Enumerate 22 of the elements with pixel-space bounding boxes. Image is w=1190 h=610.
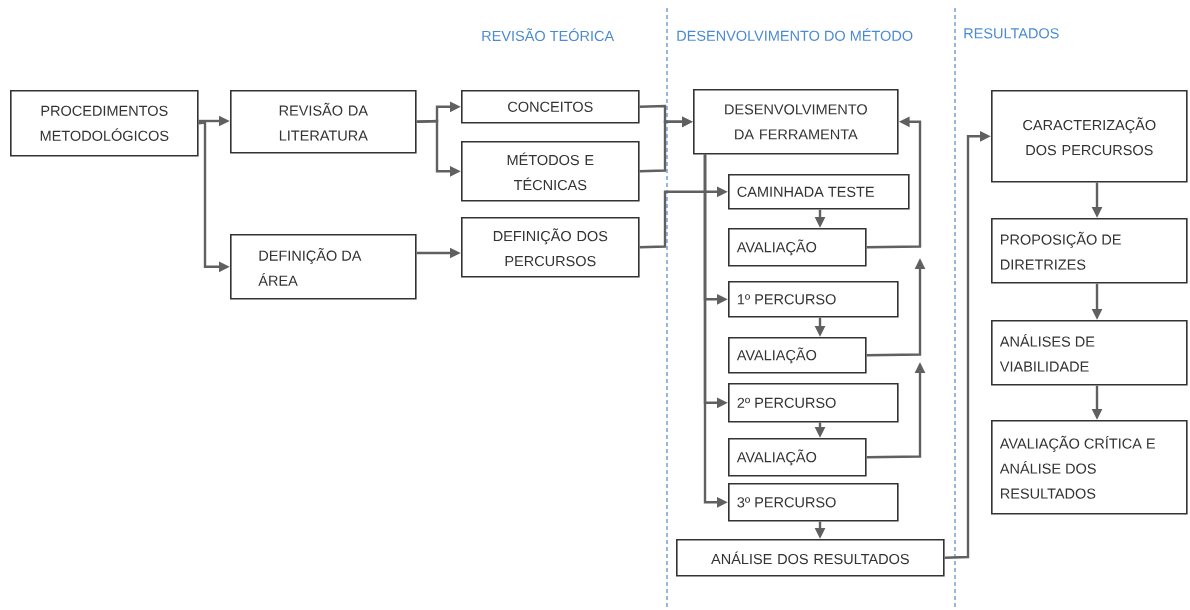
- process-box: DEFINIÇÃO DA ÁREA: [230, 234, 417, 300]
- process-box: MÉTODOS E TÉCNICAS: [461, 141, 640, 202]
- process-box: CAMINHADA TESTE: [728, 174, 910, 210]
- process-box: DEFINIÇÃO DOS PERCURSOS: [461, 217, 640, 278]
- process-box: CONCEITOS: [461, 90, 640, 124]
- section-heading: RESULTADOS: [964, 28, 1059, 39]
- process-box: 1º PERCURSO: [728, 281, 899, 318]
- process-box: 2º PERCURSO: [728, 383, 899, 423]
- section-heading: DESENVOLVIMENTO DO MÉTODO: [677, 28, 913, 41]
- process-box: PROPOSIÇÃO DE DIRETRIZES: [991, 218, 1188, 284]
- process-box: AVALIAÇÃO: [728, 337, 867, 374]
- process-box: 3º PERCURSO: [728, 483, 899, 522]
- process-box: ANÁLISE DOS RESULTADOS: [676, 539, 945, 577]
- process-box: AVALIAÇÃO: [728, 438, 867, 477]
- process-box: ANÁLISES DE VIABILIDADE: [991, 320, 1188, 386]
- process-box: AVALIAÇÃO: [728, 228, 867, 267]
- process-box: PROCEDIMENTOS METODOLÓGICOS: [10, 90, 199, 157]
- section-heading: REVISÃO TEÓRICA: [482, 28, 615, 42]
- process-box: AVALIAÇÃO CRÍTICA E ANÁLISE DOS RESULTADOS: [991, 420, 1188, 515]
- process-box: REVISÃO DA LITERATURA: [230, 90, 417, 154]
- process-box: DESENVOLVIMENTO DA FERRAMENTA: [693, 89, 899, 155]
- process-box: CARACTERIZAÇÃO DOS PERCURSOS: [991, 90, 1188, 183]
